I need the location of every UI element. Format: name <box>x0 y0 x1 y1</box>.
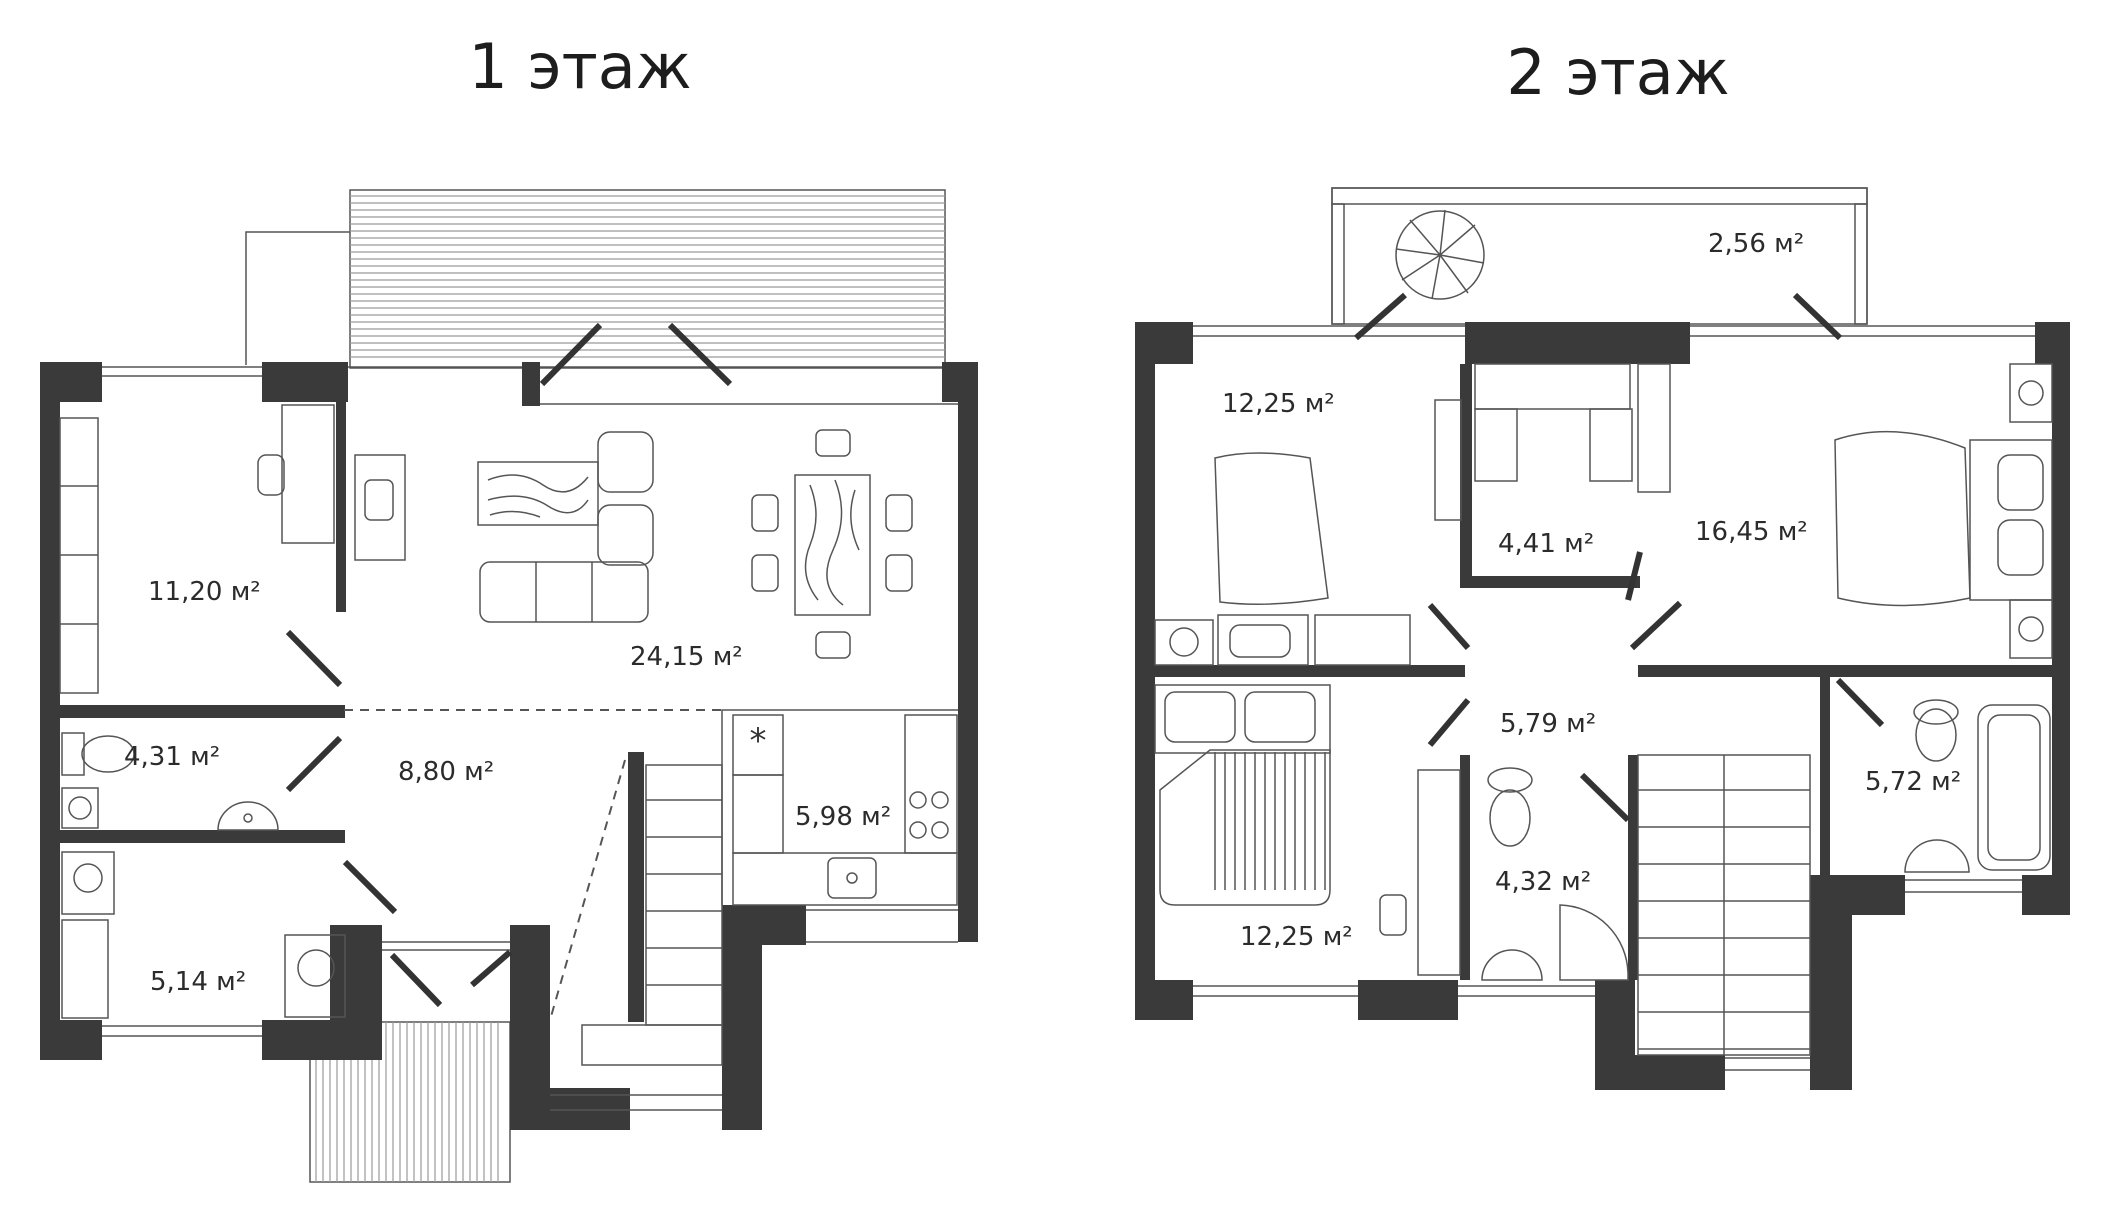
living-furniture <box>477 429 913 659</box>
bath2-fixtures <box>1904 699 2051 873</box>
master-area: 16,45 м² <box>1695 517 1808 547</box>
floor-2-plan: 2,56 м² 12,25 м² 4,41 м² 16,45 м² 5,79 м… <box>1135 187 2070 1090</box>
kitchen-area: 5,98 м² <box>795 802 891 832</box>
bedroom2-area: 12,25 м² <box>1240 922 1353 952</box>
bedroom1-furniture <box>1154 399 1462 666</box>
hall2-area: 5,79 м² <box>1500 709 1596 739</box>
balcony-area: 2,56 м² <box>1708 229 1804 259</box>
floor-2-stairs <box>1637 754 1811 1056</box>
floor-2-walls <box>1135 322 2070 1090</box>
floor-1-title: 1 этаж <box>468 30 691 103</box>
bath2-area: 5,72 м² <box>1865 767 1961 797</box>
bedroom2-furniture <box>1154 684 1461 976</box>
terrace-deck-top <box>245 189 946 369</box>
wc2-area: 4,32 м² <box>1495 867 1591 897</box>
closet-furniture <box>1474 363 1671 493</box>
study-furniture <box>59 404 406 694</box>
laundry-fixtures <box>61 851 346 1019</box>
floor-1-doors <box>285 322 733 1008</box>
svg-text:*: * <box>750 721 767 761</box>
floor-1-plan: * <box>40 189 978 1183</box>
kitchen-furniture: * <box>732 714 958 906</box>
study-area: 11,20 м² <box>148 577 261 607</box>
floor-2-title: 2 этаж <box>1506 36 1729 109</box>
wc2-fixtures <box>1481 767 1629 981</box>
laundry-area: 5,14 м² <box>150 967 246 997</box>
floor-2-doors <box>1354 292 1885 823</box>
floor-2-windows <box>1193 325 2035 1071</box>
living-area: 24,15 м² <box>630 642 743 672</box>
floor-1-windows <box>102 366 958 1111</box>
master-furniture <box>1834 363 2053 659</box>
floor-1-walls <box>40 362 978 1130</box>
bedroom1-area: 12,25 м² <box>1222 389 1335 419</box>
wc1-fixtures <box>61 732 279 831</box>
hall1-area: 8,80 м² <box>398 757 494 787</box>
closet-area: 4,41 м² <box>1498 529 1594 559</box>
wc1-area: 4,31 м² <box>124 742 220 772</box>
floor-1-stairs <box>549 759 723 1066</box>
